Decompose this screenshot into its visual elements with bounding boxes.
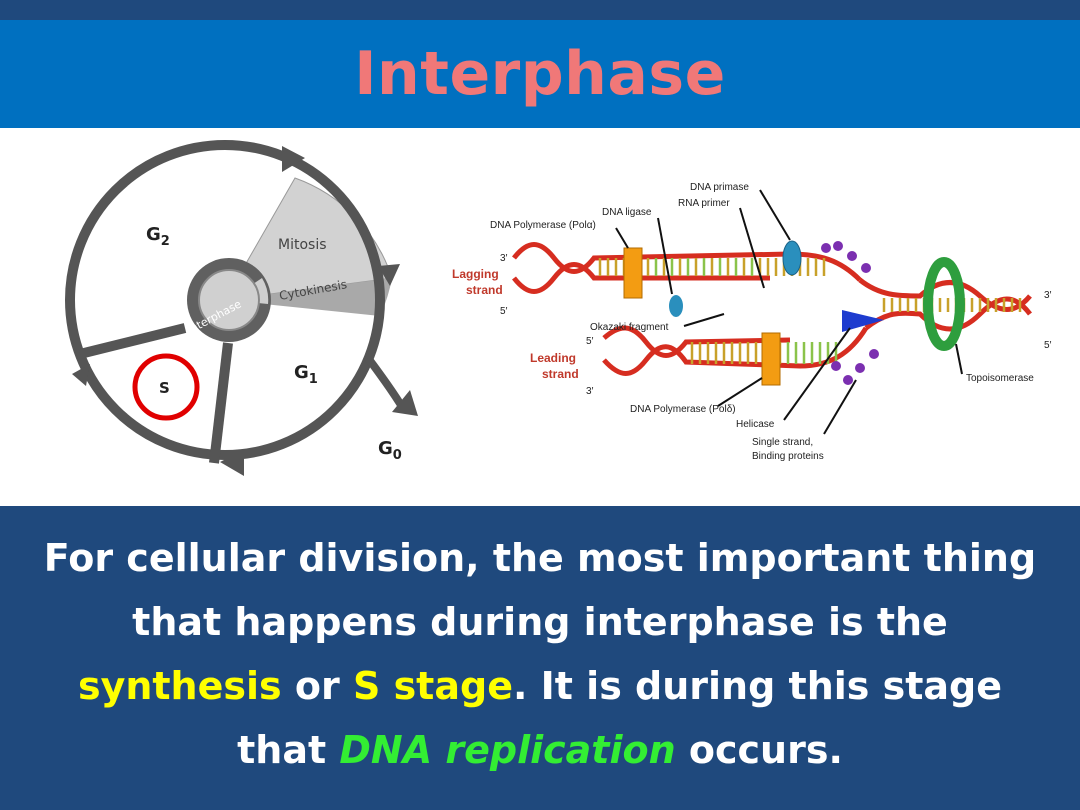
ssb-dot: [855, 363, 865, 373]
lagging-strand-b: [512, 262, 770, 294]
ssb-dot: [831, 361, 841, 371]
pointer-helicase: [783, 327, 851, 421]
end-3-b: 3′: [586, 386, 594, 397]
label-g1: G1: [294, 362, 318, 387]
ssb-dot: [847, 251, 857, 261]
caption-part-1: For cellular division, the most importan…: [43, 536, 1037, 644]
diagram-panel: G2 Mitosis Cytokinesis Interphase S G1 G…: [0, 128, 1080, 506]
ssb-dot: [821, 243, 831, 253]
diagram-canvas: G2 Mitosis Cytokinesis Interphase S G1 G…: [65, 140, 1052, 476]
slide-title: Interphase: [354, 39, 726, 109]
pointer-pol-alpha: [615, 227, 629, 249]
ligase-protein: [669, 295, 683, 317]
caption-synthesis: synthesis: [77, 664, 282, 708]
label-pol-delta: DNA Polymerase (Polδ): [630, 404, 736, 415]
pointer-okazaki: [683, 313, 725, 327]
spoke-g2-s: [78, 323, 187, 359]
title-bar: Interphase: [0, 20, 1080, 128]
ssb-dot: [833, 241, 843, 251]
label-g0: G0: [378, 438, 402, 463]
g0-exit-arrow: [364, 355, 408, 413]
ssb-proteins: [821, 241, 879, 385]
leading-helix: [602, 325, 869, 376]
lagging-strand-a: [512, 242, 862, 282]
arrow-bottom: [220, 450, 244, 476]
caption-part-3: . It is during this stage that: [237, 664, 1003, 772]
label-mitosis: Mitosis: [278, 237, 327, 253]
label-pol-alpha: DNA Polymerase (Polα): [490, 220, 596, 231]
caption-dna-replication: DNA replication: [339, 728, 676, 772]
label-ssb-2: Binding proteins: [752, 451, 824, 462]
ssb-dot: [843, 375, 853, 385]
pointer-topo: [955, 343, 963, 375]
label-g2: G2: [146, 224, 170, 249]
end-5-b: 5′: [586, 336, 594, 347]
caption-text: For cellular division, the most importan…: [40, 526, 1040, 782]
end-5-a: 5′: [500, 306, 508, 317]
polymerase-delta: [761, 332, 781, 386]
parental-helix: [858, 278, 1032, 332]
end-3-a: 3′: [500, 253, 508, 264]
label-primase: DNA primase: [690, 182, 749, 193]
label-topoisomerase: Topoisomerase: [966, 373, 1034, 384]
s-highlight-circle: [132, 353, 200, 421]
label-okazaki: Okazaki fragment: [590, 322, 669, 333]
label-lagging-1: Lagging: [452, 267, 499, 281]
leading-strand-b: [602, 326, 869, 376]
parent-strand-a: [858, 278, 1032, 312]
label-leading-2: strand: [542, 367, 579, 381]
g0-arrowhead: [392, 390, 418, 416]
lagging-helix: [512, 242, 862, 294]
arrow-left: [72, 364, 90, 386]
label-s: S: [159, 379, 170, 397]
center-hub: [198, 269, 260, 331]
primase-protein: [782, 240, 802, 276]
pointer-lines: [615, 189, 963, 435]
dna-replication-diagram: 3′ 5′ 5′ 3′ 3′ 5′ Lagging strand Leading…: [452, 182, 1052, 462]
label-ssb-1: Single strand,: [752, 437, 813, 448]
spoke-s-g1: [209, 342, 233, 464]
label-ligase: DNA ligase: [602, 207, 652, 218]
ssb-dot: [861, 263, 871, 273]
label-lagging-2: strand: [466, 283, 503, 297]
end-3-c: 3′: [1044, 290, 1052, 301]
pointer-primase: [759, 189, 791, 241]
pointer-pol-delta: [717, 377, 763, 407]
caption-part-4: occurs.: [675, 728, 843, 772]
cytokinesis-wedge: [225, 278, 392, 316]
cycle-outer-ring: [65, 140, 385, 460]
polymerase-alpha: [623, 247, 643, 299]
caption-s-stage: S stage: [352, 664, 513, 708]
pointer-ligase: [657, 217, 673, 295]
end-5-c: 5′: [1044, 340, 1052, 351]
label-helicase: Helicase: [736, 419, 775, 430]
label-leading-1: Leading: [530, 351, 576, 365]
helicase-protein: [842, 310, 884, 332]
arrow-top: [282, 146, 305, 172]
pointer-rna-primer: [739, 207, 765, 289]
ssb-dot: [869, 349, 879, 359]
cell-cycle-diagram: G2 Mitosis Cytokinesis Interphase S G1 G…: [65, 140, 418, 476]
topoisomerase-ring: [923, 257, 965, 351]
label-rna-primer: RNA primer: [678, 198, 730, 209]
pointer-ssb: [823, 379, 857, 435]
arrow-right: [378, 264, 400, 286]
caption-part-2: or: [281, 664, 353, 708]
